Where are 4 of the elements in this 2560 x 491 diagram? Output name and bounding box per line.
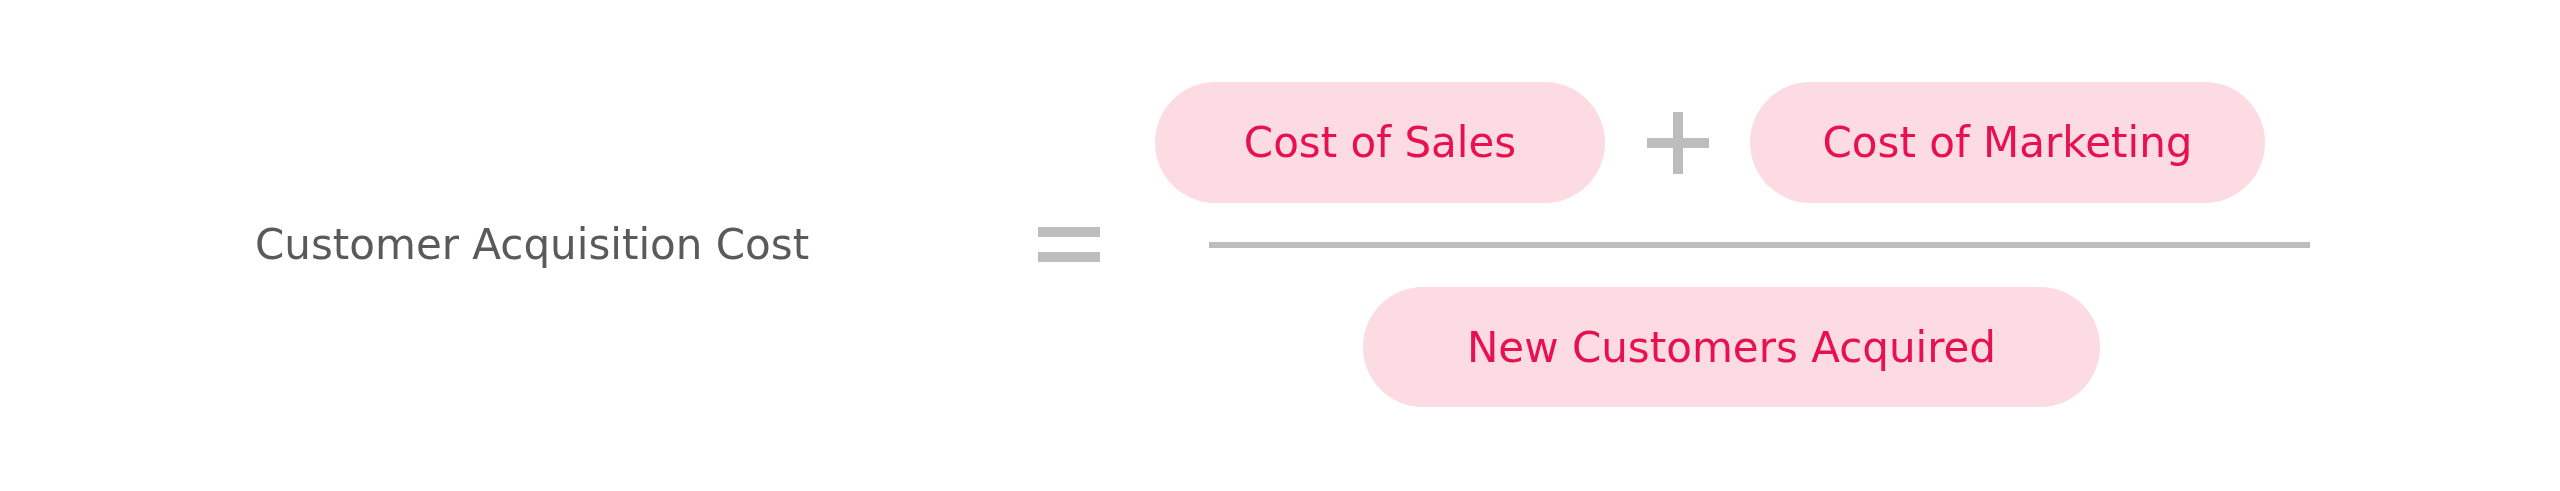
term-text: Cost of Sales [1243,118,1517,167]
formula-label: Customer Acquisition Cost [255,220,810,269]
term-text: New Customers Acquired [1466,322,1997,372]
term-text: Cost of Marketing [1822,118,2193,167]
